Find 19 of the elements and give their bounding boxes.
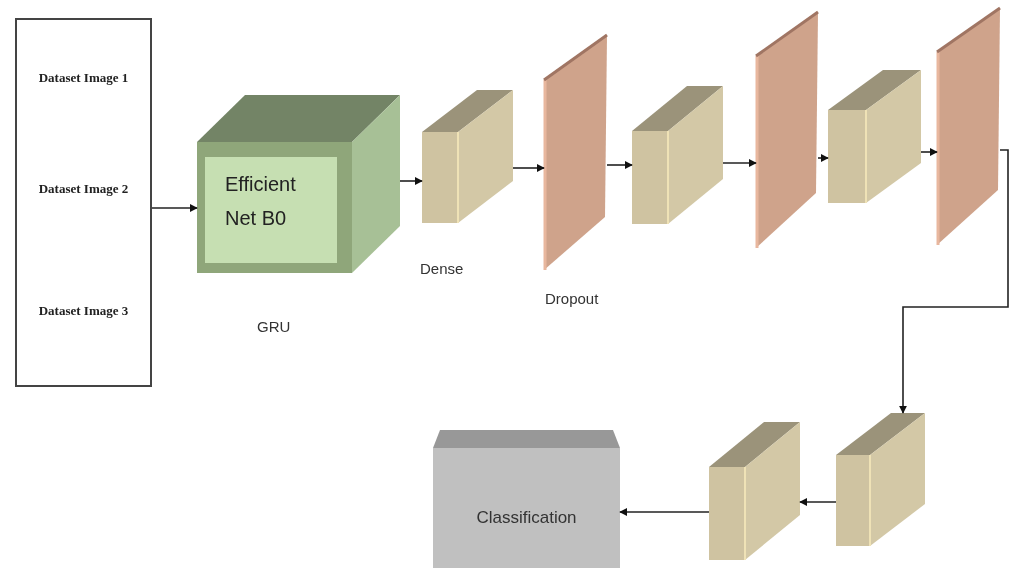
layer-caption: GRU <box>257 318 291 335</box>
arrow <box>151 204 198 212</box>
input-label: Dataset Image 3 <box>37 303 130 319</box>
arrow <box>512 164 545 172</box>
arrow <box>399 177 423 185</box>
layer-label: Efficient Net B0 <box>225 172 297 231</box>
arrow <box>899 149 1009 414</box>
arrow <box>722 159 757 167</box>
input-panel <box>15 18 152 387</box>
arrow <box>619 508 710 516</box>
arrow <box>920 148 938 156</box>
layer-caption: Dense <box>420 260 464 277</box>
arrow <box>606 161 633 169</box>
layer-caption: Dropout <box>545 290 599 307</box>
input-label: Dataset Image 1 <box>37 70 130 86</box>
input-label: Dataset Image 2 <box>37 181 130 197</box>
arrow <box>817 154 829 162</box>
output-label: Classification <box>475 508 578 528</box>
arrow <box>799 498 837 506</box>
